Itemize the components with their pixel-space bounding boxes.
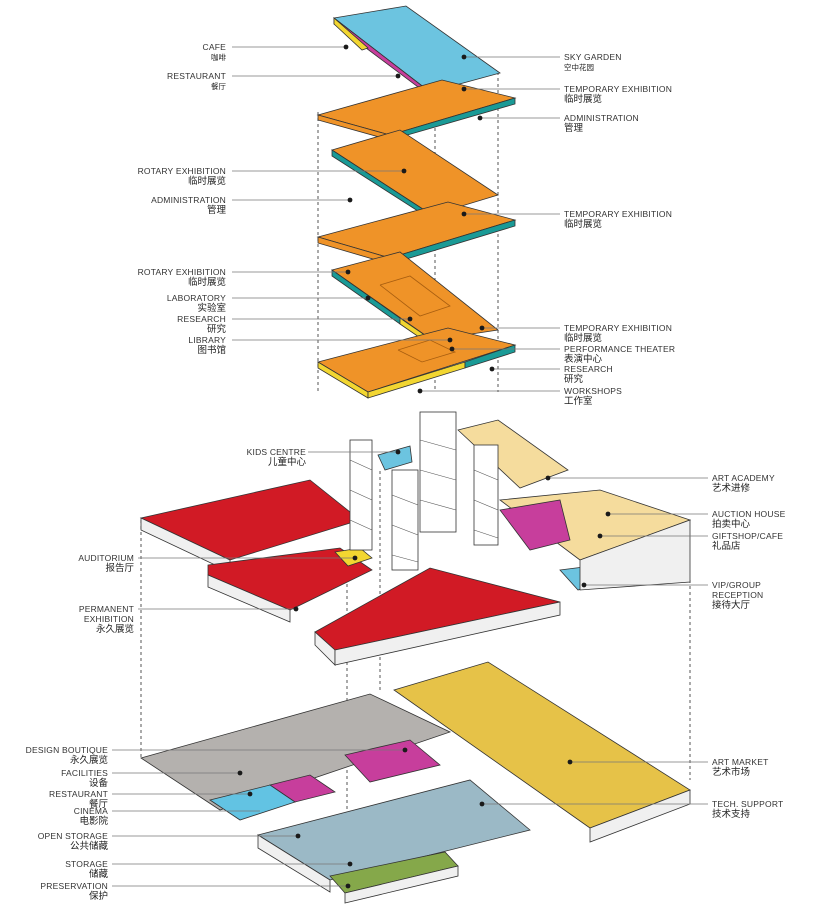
leader-lines-right xyxy=(420,56,708,805)
sky-garden-slab xyxy=(333,5,501,97)
rotary-exhibition-slab-1 xyxy=(331,129,499,221)
temporary-exhibition-slab-2 xyxy=(316,201,517,265)
temporary-exhibition-slab-3 xyxy=(316,327,517,399)
bottom-level xyxy=(140,661,691,904)
leader-lines-left xyxy=(112,46,450,887)
middle-level xyxy=(139,411,692,666)
leader-dots xyxy=(237,44,611,889)
temporary-exhibition-slab-1 xyxy=(316,79,517,141)
rotary-exhibition-slab-2 xyxy=(331,251,499,347)
